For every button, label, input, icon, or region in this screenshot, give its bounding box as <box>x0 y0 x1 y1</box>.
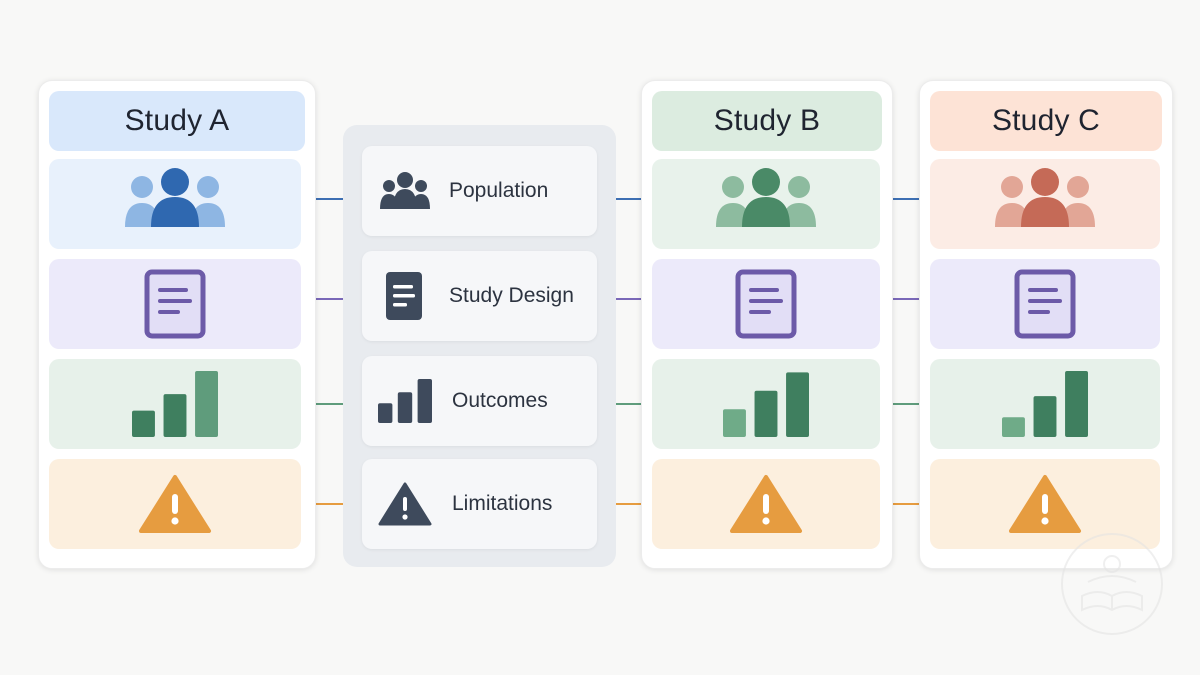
people-icon <box>995 168 1095 227</box>
criterion-outcomes-label: Outcomes <box>452 389 548 412</box>
bar-1 <box>378 403 393 423</box>
bar-1 <box>723 409 746 437</box>
bar-3 <box>417 379 432 423</box>
study-b-card: Study B <box>641 80 893 569</box>
criteria-panel: Population Study Design Outcomes Limitat… <box>343 125 616 567</box>
criterion-limitations: Limitations <box>362 459 597 549</box>
study-b-limitations-row <box>652 459 880 549</box>
warning-icon <box>730 475 802 533</box>
study-b-population-row <box>652 159 880 249</box>
people-icon <box>716 168 816 227</box>
bar-1 <box>132 410 155 437</box>
people-icon <box>125 168 225 227</box>
study-a-header: Study A <box>49 91 305 151</box>
criterion-population-label: Population <box>449 179 549 202</box>
study-a-outcomes-row <box>49 359 301 449</box>
study-b-design-row <box>652 259 880 349</box>
people-icon <box>380 172 430 209</box>
study-c-header: Study C <box>930 91 1162 151</box>
book-hands-logo-icon <box>1058 530 1166 638</box>
study-b-outcomes-row <box>652 359 880 449</box>
bar-2 <box>1033 396 1057 437</box>
study-c-population-row <box>930 159 1160 249</box>
criterion-limitations-label: Limitations <box>452 492 553 515</box>
study-c-design-row <box>930 259 1160 349</box>
bar-2 <box>754 390 778 437</box>
study-a-population-row <box>49 159 301 249</box>
bar-chart-icon <box>723 372 809 437</box>
study-c-title: Study C <box>991 104 1101 137</box>
bar-chart-icon <box>1002 371 1088 437</box>
study-a-title: Study A <box>124 104 230 137</box>
study-c-limitations-row <box>930 459 1160 549</box>
bar-2 <box>397 392 413 423</box>
warning-icon <box>1009 475 1081 533</box>
study-a-card: Study A <box>38 80 316 569</box>
study-a-limitations-row <box>49 459 301 549</box>
document-icon <box>386 272 422 320</box>
criterion-population: Population <box>362 146 597 236</box>
bar-3 <box>195 371 218 437</box>
study-a-design-row <box>49 259 301 349</box>
document-icon <box>144 269 206 339</box>
bar-chart-icon <box>378 379 432 423</box>
study-c-outcomes-row <box>930 359 1160 449</box>
warning-icon <box>139 475 211 533</box>
criterion-study-design: Study Design <box>362 251 597 341</box>
bar-2 <box>163 394 187 437</box>
study-b-title: Study B <box>713 104 821 137</box>
warning-icon <box>378 482 432 526</box>
bar-chart-icon <box>132 371 218 437</box>
document-icon <box>735 269 797 339</box>
study-b-header: Study B <box>652 91 882 151</box>
criterion-study-design-label: Study Design <box>449 284 574 307</box>
bar-3 <box>786 372 809 437</box>
study-c-card: Study C <box>919 80 1173 569</box>
bar-1 <box>1002 417 1025 437</box>
criterion-outcomes: Outcomes <box>362 356 597 446</box>
document-icon <box>1014 269 1076 339</box>
bar-3 <box>1065 371 1088 437</box>
